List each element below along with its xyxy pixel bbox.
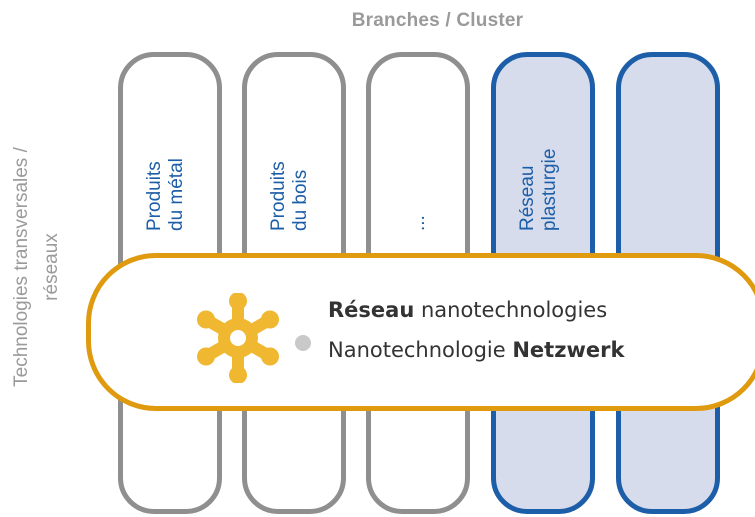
column-plastics-label: Réseau plasturgie <box>517 91 561 231</box>
column-ellipsis-line1: ... <box>408 215 429 231</box>
column-ellipsis-label: ... <box>408 91 430 231</box>
column-plastics-line1: Réseau <box>517 165 538 232</box>
column-wood-line1: Produits <box>268 161 289 231</box>
nanotech-network-band: Réseau nanotechnologies Nanotechnologie … <box>86 253 755 411</box>
column-wood-label: Produits du bois <box>268 91 312 231</box>
network-name-fr: Réseau nanotechnologies <box>328 290 624 330</box>
network-name-de: Nanotechnologie Netzwerk <box>328 330 624 370</box>
branches-title: Branches / Cluster <box>351 10 524 31</box>
network-name: Réseau nanotechnologies Nanotechnologie … <box>328 290 624 370</box>
network-name-fr-rest: nanotechnologies <box>414 298 608 322</box>
column-plastics-line2: plasturgie <box>539 148 560 231</box>
nano-molecule-logo-icon <box>197 293 279 383</box>
network-name-de-rest: Nanotechnologie <box>328 338 513 362</box>
transversal-title-line2: réseaux <box>41 233 62 301</box>
network-name-de-bold: Netzwerk <box>512 338 625 362</box>
column-wood-line2: du bois <box>290 169 311 231</box>
column-metal-label: Produits du métal <box>144 91 188 231</box>
separator-dot <box>295 335 311 351</box>
transversal-title-line1: Technologies transversales / <box>11 147 32 387</box>
column-metal-line2: du métal <box>166 158 187 231</box>
transversal-title: Technologies transversales / réseaux <box>7 52 71 482</box>
network-name-fr-bold: Réseau <box>328 298 415 322</box>
column-metal-line1: Produits <box>144 161 165 231</box>
